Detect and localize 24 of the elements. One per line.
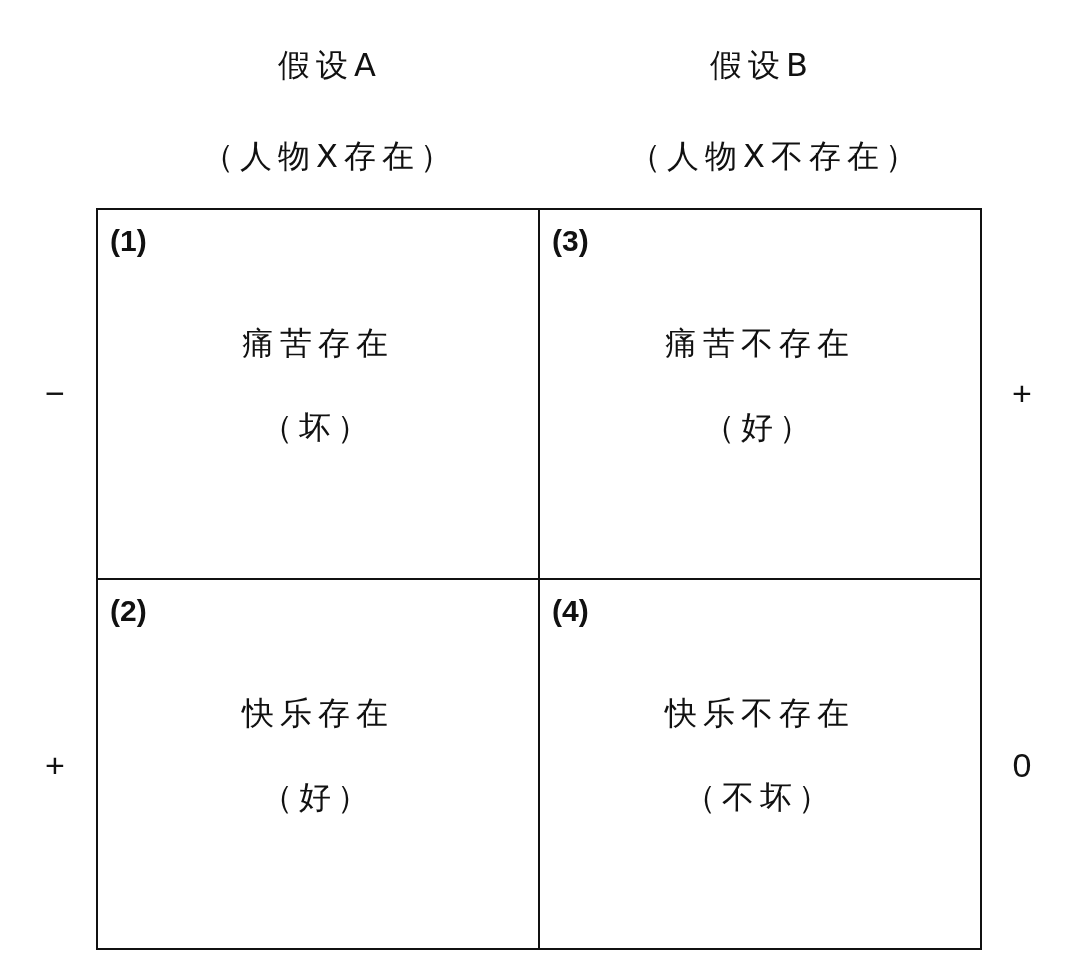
cell-number: (1)	[110, 224, 147, 258]
cell-note: （好）	[702, 407, 818, 448]
cell-heading: 痛苦存在	[241, 323, 395, 364]
cell-number: (4)	[552, 594, 589, 628]
cell-heading: 快乐存在	[240, 693, 395, 734]
column-heading: 假设B	[710, 45, 814, 86]
cell-note: （不坏）	[683, 777, 837, 818]
quadrant-box	[538, 208, 982, 580]
cell-note: （好）	[260, 777, 376, 818]
cell-heading: 痛苦不存在	[664, 323, 856, 364]
sign-label: −	[45, 373, 65, 413]
sign-label: +	[45, 745, 65, 785]
sign-label: 0	[1012, 745, 1032, 785]
quadrant-box	[96, 208, 540, 580]
cell-heading: 快乐不存在	[663, 693, 856, 734]
column-subheading: （人物X存在）	[202, 136, 458, 177]
cell-note: （坏）	[260, 407, 376, 448]
quadrant-box	[538, 578, 982, 950]
cell-number: (3)	[552, 224, 589, 258]
quadrant-box	[96, 578, 540, 950]
cell-number: (2)	[110, 594, 147, 628]
sign-label: +	[1012, 373, 1032, 413]
column-heading: 假设A	[278, 45, 382, 86]
column-subheading: （人物X不存在）	[629, 136, 923, 177]
